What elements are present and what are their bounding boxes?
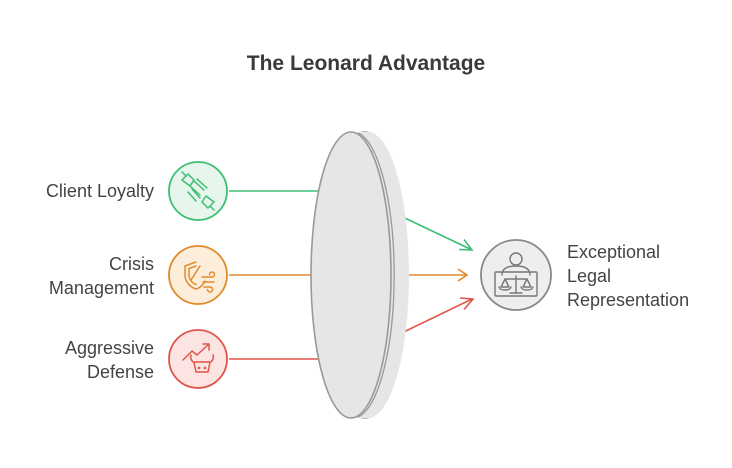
label-line: Exceptional	[567, 242, 661, 262]
label-aggressive-defense: Aggressive Defense	[0, 336, 154, 384]
client-loyalty-circle	[168, 161, 228, 221]
arrowhead-crisis-management	[457, 268, 469, 282]
label-crisis-management: Crisis Management	[0, 252, 154, 300]
label-line: Management	[48, 278, 154, 298]
input-node-crisis-management	[168, 245, 228, 305]
label-client-loyalty: Client Loyalty	[0, 179, 154, 203]
handshake-icon	[181, 171, 215, 211]
label-line: Defense	[86, 362, 154, 382]
lens-front-face	[310, 131, 392, 419]
shield-wind-icon	[184, 261, 216, 293]
bull-trend-icon	[182, 343, 215, 373]
label-line: Legal	[567, 266, 612, 286]
crisis-management-circle	[168, 245, 228, 305]
arrowhead-aggressive-defense	[459, 297, 475, 311]
output-node	[480, 239, 552, 311]
lens	[310, 131, 409, 419]
label-line: Aggressive	[64, 338, 154, 358]
arrowhead-client-loyalty	[458, 239, 474, 251]
label-line: Crisis	[109, 254, 154, 274]
label-line: Client Loyalty	[45, 181, 154, 201]
input-node-client-loyalty	[168, 161, 228, 221]
aggressive-defense-circle	[168, 329, 228, 389]
label-legal-representation: Exceptional Legal Representation	[567, 240, 727, 312]
input-node-aggressive-defense	[168, 329, 228, 389]
label-line: Representation	[567, 290, 690, 310]
legal-representation-circle	[480, 239, 552, 311]
diagram-title: The Leonard Advantage	[246, 52, 486, 75]
lens-rim-line	[357, 132, 395, 418]
judge-scales-icon	[494, 252, 538, 297]
